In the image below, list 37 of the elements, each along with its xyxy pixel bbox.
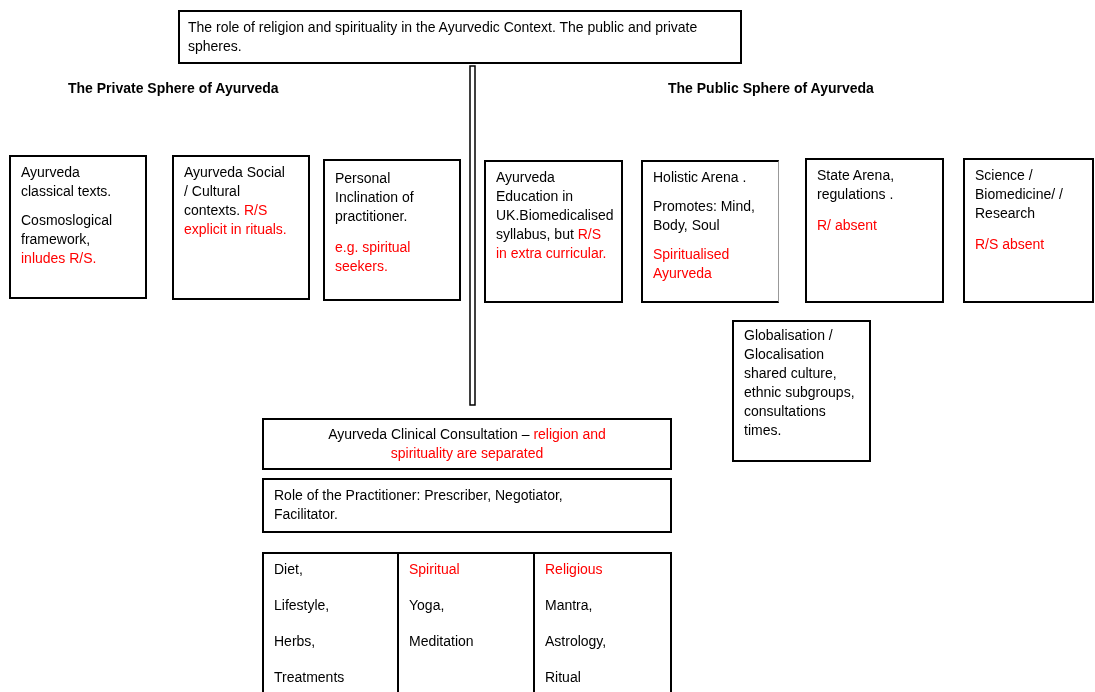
node-text: e.g. spiritual seekers. [335,238,412,276]
node-text: Ayurveda Education in UK.Biomedicalised syllabus, but R/S in extra curricular. [496,168,611,263]
text-box [732,320,871,462]
node-text: Spiritual [409,560,461,579]
section-heading: The Public Sphere of Ayurveda [668,80,874,96]
node-text: Ayurveda Clinical Consultation – religion and spirituality are separated [327,425,607,463]
section-heading: The Private Sphere of Ayurveda [68,80,279,96]
node-text: Yoga, [409,596,446,615]
node-text: Promotes: Mind, Body, Soul [653,197,756,235]
node-text: Ayurveda Social / Cultural contexts. R/S explicit in rituals. [184,163,288,239]
node-text: Science / Biomedicine/ / Research [975,166,1064,223]
node-text: Mantra, [545,596,594,615]
node-text: The role of religion and spirituality in the Ayurvedic Context. The public and private spheres. [188,18,699,56]
node-text: Ritual [545,668,582,687]
node-text: R/ absent [817,216,878,235]
column-box [533,552,672,692]
node-text: inludes R/S. [21,249,98,268]
node-text: Lifestyle, [274,596,331,615]
node-text: Cosmoslogical framework, [21,211,114,249]
column-box [262,552,399,692]
node-text: Personal Inclination of practitioner. [335,169,415,226]
consultation-box [262,418,672,470]
node-text: Role of the Practitioner: Prescriber, Negotiator, Facilitator. [274,486,564,524]
node-text: Holistic Arena . [653,168,748,187]
node-text: State Arena, regulations . [817,166,896,204]
node-text: Treatments [274,668,346,687]
node-text: Ayurveda classical texts. [21,163,113,201]
node-text: R/S absent [975,235,1046,254]
role-box [262,478,672,533]
node-text: Spiritualised Ayurveda [653,245,731,283]
node-text: Herbs, [274,632,317,651]
node-text: Meditation [409,632,475,651]
node-text: Diet, [274,560,304,579]
title-box [178,10,742,64]
node-text: Religious [545,560,604,579]
node-text: Astrology, [545,632,608,651]
node-text: Globalisation / Glocalisation shared culture, ethnic subgroups, consultations times. [744,326,856,440]
